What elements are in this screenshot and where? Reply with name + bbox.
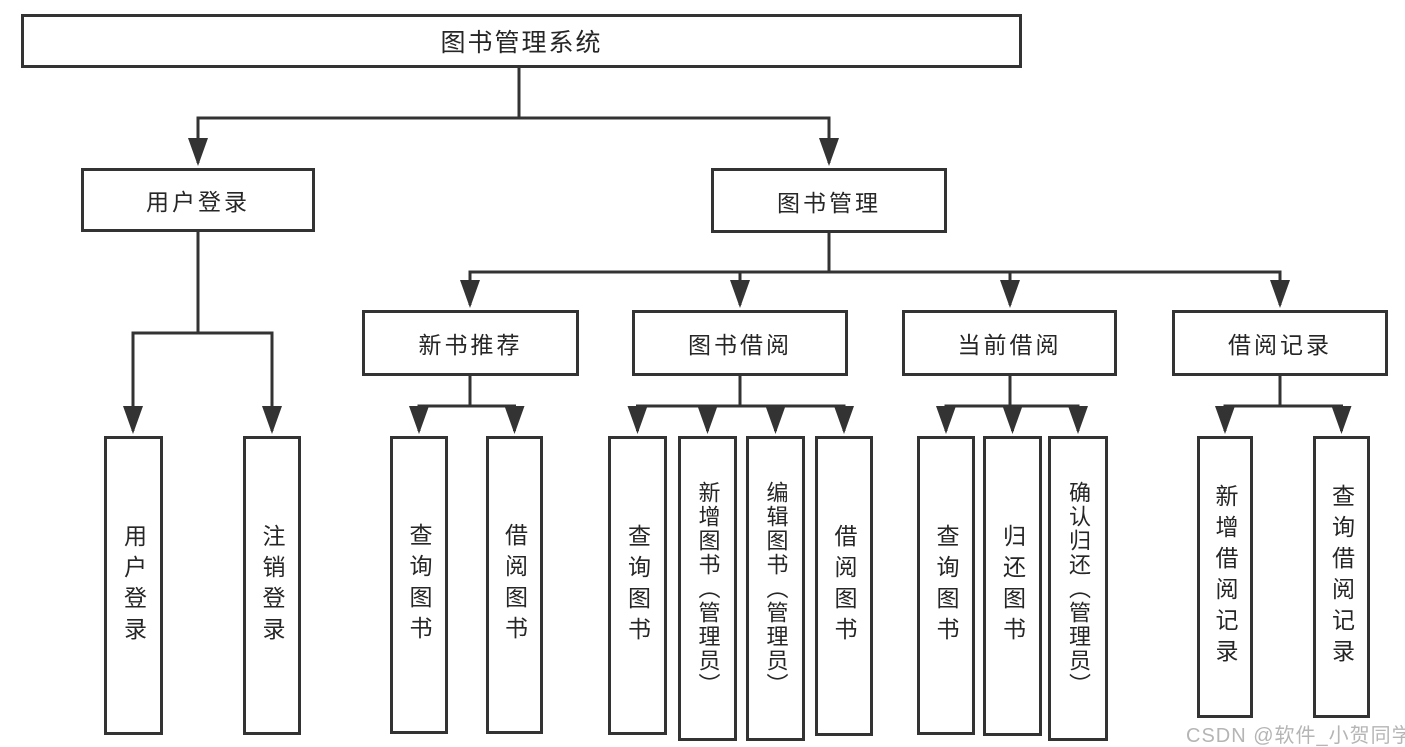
leaf-logout: 注销登录 — [243, 436, 301, 735]
leaf-edit-book-admin: 编辑图书（管理员） — [746, 436, 805, 741]
leaf-user-login: 用户登录 — [104, 436, 163, 735]
leaf-borrow-book-recommend: 借阅图书 — [486, 436, 543, 734]
leaf-query-borrow-record: 查询借阅记录 — [1313, 436, 1370, 718]
leaf-add-book-admin: 新增图书（管理员） — [678, 436, 737, 741]
borrow-record-node: 借阅记录 — [1172, 310, 1388, 376]
leaf-confirm-return-admin: 确认归还（管理员） — [1048, 436, 1108, 741]
user-login-node: 用户登录 — [81, 168, 315, 232]
book-management-node: 图书管理 — [711, 168, 947, 233]
leaf-add-borrow-record: 新增借阅记录 — [1197, 436, 1253, 718]
new-book-recommend-node: 新书推荐 — [362, 310, 579, 376]
leaf-return-book: 归还图书 — [983, 436, 1042, 736]
root-node-library-system: 图书管理系统 — [21, 14, 1022, 68]
leaf-query-book-recommend: 查询图书 — [390, 436, 448, 734]
leaf-query-book-borrow: 查询图书 — [608, 436, 667, 735]
book-borrow-node: 图书借阅 — [632, 310, 848, 376]
csdn-watermark: CSDN @软件_小贺同学 — [1186, 725, 1405, 747]
leaf-query-book-current: 查询图书 — [917, 436, 975, 735]
current-borrow-node: 当前借阅 — [902, 310, 1117, 376]
leaf-borrow-book: 借阅图书 — [815, 436, 873, 736]
